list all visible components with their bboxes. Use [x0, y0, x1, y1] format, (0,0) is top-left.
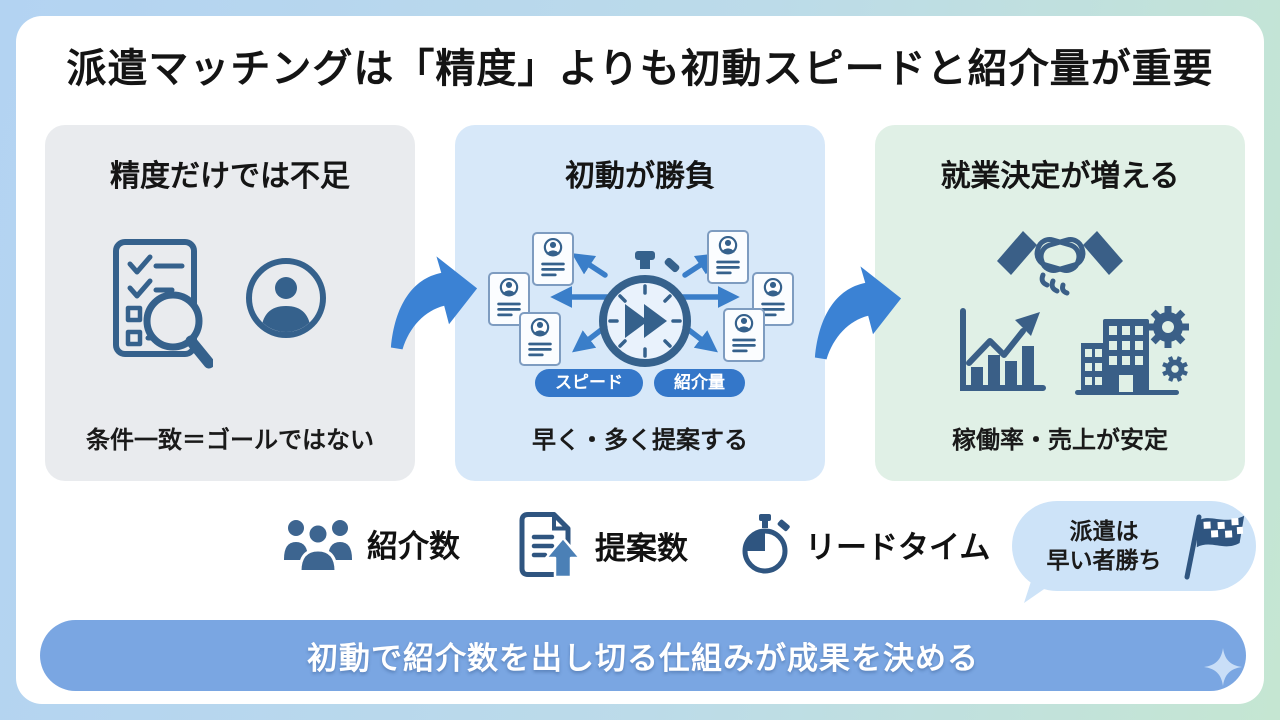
- panel-precision-caption: 条件一致＝ゴールではない: [86, 427, 374, 454]
- panel-outcome-caption: 稼働率・売上が安定: [952, 427, 1168, 454]
- fast-forward-stopwatch-icon: [599, 251, 691, 367]
- person-circle-icon: [246, 258, 326, 338]
- checkered-flag-icon: [1184, 514, 1245, 580]
- metric-referrals-label: 紹介数: [367, 528, 460, 564]
- growth-chart-icon: [960, 308, 1046, 391]
- metric-referrals: 紹介数: [282, 514, 460, 572]
- handshake-icon: [997, 231, 1123, 296]
- panel-speed: 初動が勝負: [455, 125, 825, 481]
- stopwatch-icon: [742, 514, 790, 574]
- speed-badges: スピード 紹介量: [455, 369, 825, 398]
- panel-speed-caption: 早く・多く提案する: [532, 427, 748, 454]
- speech-bubble: 派遣は 早い者勝ち: [1012, 501, 1256, 603]
- conclusion-banner: 初動で紹介数を出し切る仕組みが成果を決める: [40, 620, 1246, 691]
- panel-outcome-heading: 就業決定が増える: [940, 160, 1180, 193]
- factory-gear-icon: [1075, 306, 1189, 395]
- conclusion-banner-text: 初動で紹介数を出し切る仕組みが成果を決める: [307, 641, 979, 676]
- panel-speed-heading: 初動が勝負: [565, 160, 715, 193]
- panel-precision-heading: 精度だけでは不足: [110, 160, 350, 193]
- speech-bubble-line1: 派遣は: [1069, 518, 1139, 545]
- metric-proposals-label: 提案数: [595, 530, 688, 566]
- curved-arrow-icon: [814, 266, 902, 360]
- profile-card-icon: [519, 312, 561, 366]
- metric-proposals: 提案数: [518, 512, 688, 578]
- page-title: 派遣マッチングは「精度」よりも初動スピードと紹介量が重要: [66, 47, 1214, 91]
- curved-arrow-icon: [390, 256, 478, 350]
- profile-card-icon: [723, 308, 765, 362]
- speech-bubble-line2: 早い者勝ち: [1046, 547, 1162, 573]
- panel-outcome: 就業決定が増える: [875, 125, 1245, 481]
- profile-card-icon: [532, 232, 574, 286]
- people-group-icon: [284, 520, 352, 572]
- speech-bubble-text: 派遣は 早い者勝ち: [1034, 517, 1174, 575]
- profile-card-icon: [707, 230, 749, 284]
- metric-leadtime-label: リードタイム: [805, 529, 991, 565]
- panel-precision: 精度だけでは不足 条件一致＝ゴールではない: [45, 125, 415, 481]
- document-up-icon: [519, 512, 582, 578]
- metric-leadtime: リードタイム: [738, 514, 990, 574]
- sparkle-icon: [1204, 648, 1242, 686]
- badge-speed: スピード: [535, 369, 643, 398]
- badge-referral-volume: 紹介量: [654, 369, 745, 398]
- checklist-search-icon: [113, 239, 213, 369]
